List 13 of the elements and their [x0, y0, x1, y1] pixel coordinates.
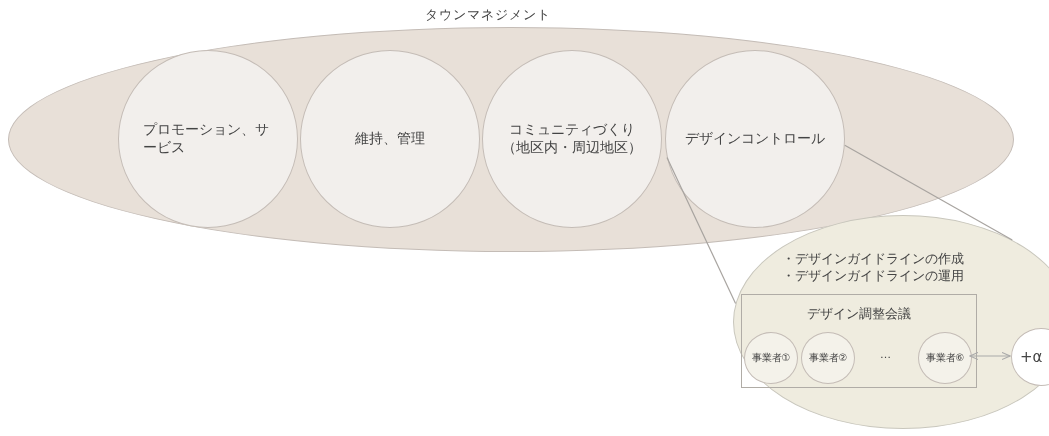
topic-circle: 事業者⑥	[918, 332, 972, 384]
arrow	[969, 351, 1011, 361]
meeting-box	[741, 294, 977, 388]
ellipsis-mark: …	[880, 348, 891, 361]
topic-circle: 事業者②	[801, 332, 855, 384]
extra-circle: +α	[1011, 328, 1049, 386]
box-heading: デザイン調整会議	[806, 305, 912, 323]
band-title: タウンマネジメント	[424, 6, 552, 24]
topic-circle: 事業者①	[744, 332, 798, 384]
bullet-text: ・デザインガイドラインの作成	[782, 250, 964, 268]
zoom-line	[666, 156, 737, 305]
bullet-text: ・デザインガイドラインの運用	[782, 267, 964, 285]
zoom-line	[844, 144, 1013, 241]
